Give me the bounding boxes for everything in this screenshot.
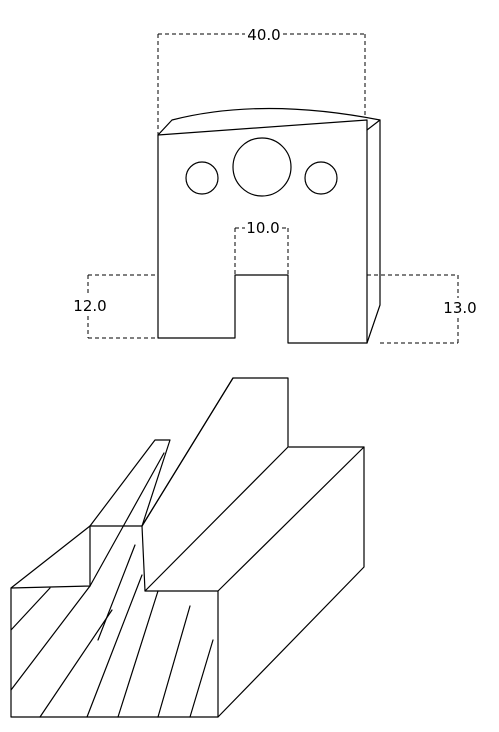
dimension-heights: 12.0 13.0 xyxy=(73,274,477,344)
front-outline xyxy=(157,119,368,344)
iso-rib xyxy=(141,377,289,592)
iso-right-face xyxy=(217,446,365,718)
dimension-12-label: 12.0 xyxy=(73,297,106,315)
hole-center xyxy=(232,137,292,197)
front-view: 40.0 10.0 12.0 13.0 xyxy=(73,26,477,344)
dimension-13-label: 13.0 xyxy=(443,299,476,317)
dimension-40: 40.0 xyxy=(157,26,366,135)
iso-front-face xyxy=(10,525,219,718)
front-side-face xyxy=(366,119,381,344)
hole-left xyxy=(185,161,219,195)
iso-left-top-edge xyxy=(10,525,91,589)
dimension-40-label: 40.0 xyxy=(247,26,280,44)
iso-rib-top-edge xyxy=(141,377,234,527)
hole-right xyxy=(304,161,338,195)
dimension-10: 10.0 xyxy=(234,219,289,275)
iso-hatching xyxy=(10,544,214,718)
isometric-view xyxy=(10,377,365,718)
dimension-10-label: 10.0 xyxy=(246,219,279,237)
iso-left-step xyxy=(89,439,171,587)
front-top-curve xyxy=(157,107,381,136)
